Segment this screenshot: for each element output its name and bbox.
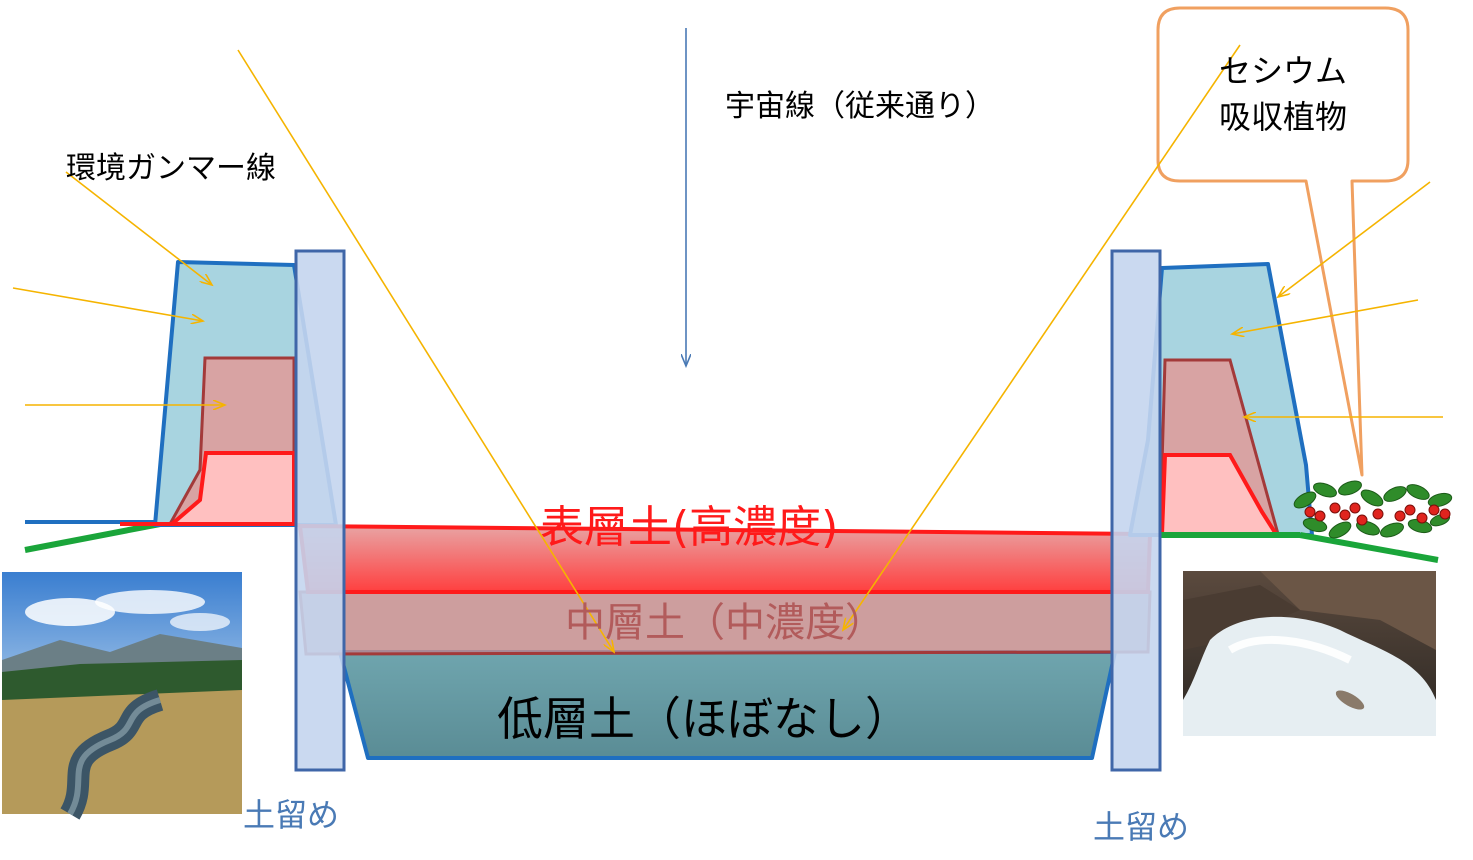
gamma-ray-arrows (12, 44, 1443, 652)
left-mound-inner (166, 451, 296, 526)
retaining-wall-right-label: 土留め (1093, 808, 1189, 846)
photo-mountain-stream (2, 572, 242, 820)
retaining-wall-right (1110, 249, 1162, 772)
callout-text-line2: 吸収植物 (1219, 98, 1347, 136)
cesium-plant-bushes (1293, 480, 1453, 539)
cosmic-ray-label: 宇宙線（従来通り） (725, 89, 995, 124)
mid-soil-label: 中層土（中濃度） (565, 600, 885, 646)
gamma-ray-label: 環境ガンマー線 (66, 151, 276, 186)
retaining-wall-left (294, 249, 346, 772)
ground-line-green-right-b (1299, 532, 1439, 563)
top-soil-label: 表層土(高濃度) (540, 502, 838, 553)
callout-bubble (1156, 6, 1410, 477)
photo-waterfall (1183, 571, 1436, 736)
right-mound-inner (1159, 453, 1280, 536)
retaining-wall-left-label: 土留め (243, 796, 339, 834)
ground-line-green-left (24, 521, 161, 553)
low-soil-label: 低層土（ほぼなし） (497, 692, 911, 746)
callout-text-line1: セシウム (1219, 52, 1347, 90)
